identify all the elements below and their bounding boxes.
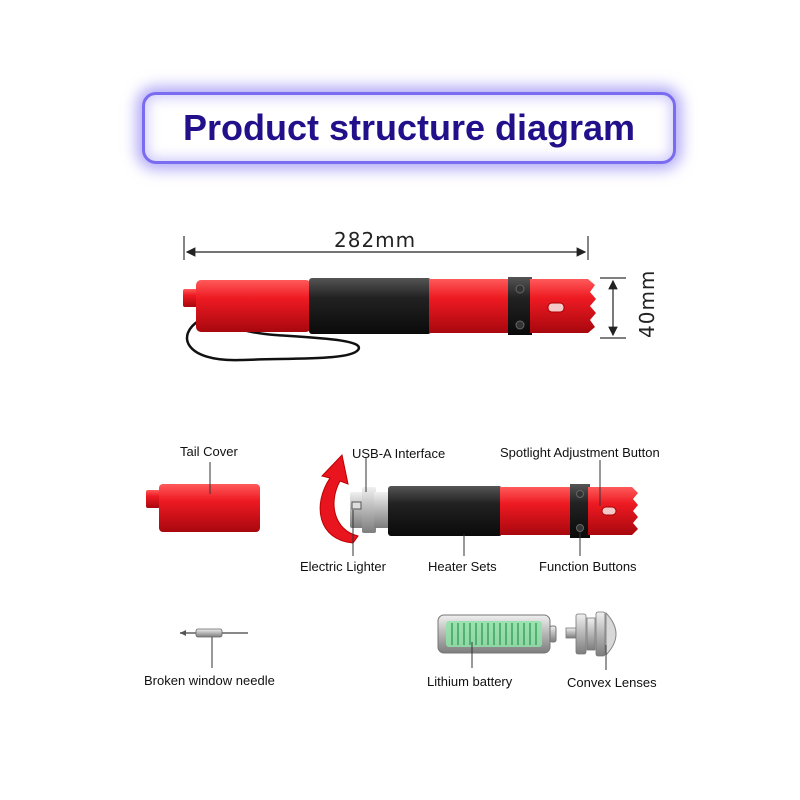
curved-arrow <box>319 453 359 544</box>
flashlight-full <box>183 277 596 362</box>
label-usb-a-interface: USB-A Interface <box>352 446 446 461</box>
page-title: Product structure diagram <box>182 107 636 148</box>
label-convex-lenses: Convex Lenses <box>567 675 657 690</box>
spotlight-button-top <box>547 302 565 313</box>
tail-knob <box>183 289 197 307</box>
tail-cover-top <box>196 280 311 332</box>
dimension-length-line <box>183 236 589 260</box>
label-heater-sets: Heater Sets <box>428 559 497 574</box>
length-dimension-label: 282mm <box>334 228 417 252</box>
tail-cover-part <box>146 462 260 532</box>
broken-window-needle-part <box>180 628 248 668</box>
grip-top <box>309 278 431 334</box>
body-top <box>429 279 511 333</box>
title-frame: Product structure diagram <box>142 92 676 164</box>
label-spotlight-adjustment-button: Spotlight Adjustment Button <box>500 445 660 460</box>
label-broken-window-needle: Broken window needle <box>144 673 275 688</box>
label-tail-cover: Tail Cover <box>180 444 238 459</box>
label-electric-lighter: Electric Lighter <box>300 559 386 574</box>
main-body-part <box>319 453 638 556</box>
lithium-battery-part <box>437 614 557 668</box>
dimension-diameter-line <box>600 277 626 339</box>
lanyard <box>185 311 361 362</box>
label-lithium-battery: Lithium battery <box>427 674 513 689</box>
diameter-dimension-label: 40mm <box>635 269 659 338</box>
label-function-buttons: Function Buttons <box>539 559 637 574</box>
convex-lenses-part <box>565 611 617 670</box>
